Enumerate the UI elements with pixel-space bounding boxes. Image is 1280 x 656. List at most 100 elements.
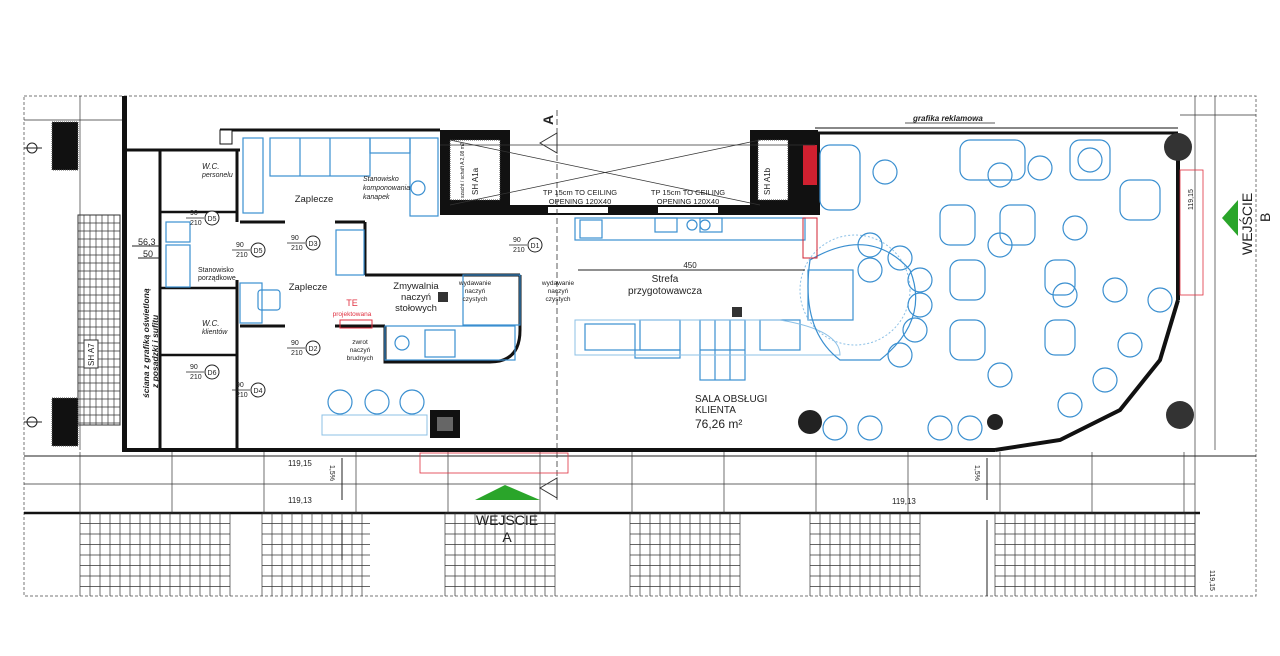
opening-size-2: OPENING 120X40	[657, 197, 720, 206]
armchair	[949, 259, 986, 301]
level-119-15: 119,15	[288, 459, 312, 468]
level-119-13-b: 119,13	[892, 497, 916, 506]
svg-text:210: 210	[236, 392, 248, 399]
svg-text:D5: D5	[208, 216, 217, 223]
chair-seat	[857, 232, 883, 258]
entrance-arrow-a-icon	[475, 485, 540, 500]
chair-seat	[927, 415, 953, 441]
room-label-wc-klientow: W.C.	[202, 319, 219, 328]
chair-seat	[1117, 332, 1143, 358]
svg-text:210: 210	[190, 374, 202, 381]
svg-text:210: 210	[291, 245, 303, 252]
armchair	[819, 144, 861, 211]
svg-text:D1: D1	[531, 243, 540, 250]
dimensions: 56,3 50 450	[132, 237, 805, 271]
room-label-zmywalnia-2: naczyń	[401, 292, 431, 303]
label-grafika-reklamowa: grafika reklamowa	[912, 114, 983, 123]
entrance-a-letter: A	[502, 529, 512, 545]
te-projected-marker	[339, 319, 373, 329]
svg-text:90: 90	[236, 382, 244, 389]
label-komponowanie-2: komponowania	[363, 185, 410, 192]
label-wydawanie-1b: naczyń	[465, 288, 486, 295]
svg-text:210: 210	[190, 220, 202, 227]
section-mark-top: A	[540, 115, 556, 125]
door-tag-d5: D5 90 210	[232, 242, 266, 259]
svg-text:D5: D5	[254, 248, 263, 255]
room-label-zmywalnia: Zmywalnia	[393, 281, 439, 292]
room-label-porzadkowe: Stanowisko	[198, 267, 234, 274]
label-komponowanie-3: kanapek	[363, 194, 390, 201]
level-119-13: 119,13	[288, 496, 312, 505]
armchair	[1044, 259, 1076, 296]
dimension-50: 50	[143, 249, 153, 259]
label-zwrot-3: brudnych	[347, 355, 374, 362]
armchair	[959, 139, 1026, 181]
chair-seat	[1062, 215, 1088, 241]
te-sublabel: projektowana	[333, 311, 372, 318]
room-label-wc-klientow-2: klientów	[202, 329, 228, 336]
room-label-zaplecze-2: Zaplecze	[289, 282, 328, 293]
entrance-arrow-b-icon	[1222, 200, 1238, 236]
svg-text:90: 90	[190, 364, 198, 371]
chair-seat	[1092, 367, 1118, 393]
room-label-porzadkowe-2: porządkowe	[198, 275, 236, 282]
grid-marker-a	[24, 141, 1192, 428]
armchair	[1044, 319, 1076, 356]
chair-seat	[1147, 287, 1173, 313]
svg-text:90: 90	[291, 235, 299, 242]
entrance-b-label: WEJŚCIE	[1238, 193, 1255, 255]
chair-seat	[907, 267, 933, 293]
entrance-mat-b	[1179, 169, 1204, 296]
chair-seat	[987, 362, 1013, 388]
chair-seat	[399, 389, 425, 415]
room-label-wc-personelu: W.C.	[202, 162, 219, 171]
bar-counter	[807, 244, 917, 361]
level-119-15-b: 119,15	[1208, 570, 1215, 591]
opening-label-1: TP 15cm TO CEILING	[543, 188, 617, 197]
columns	[430, 133, 1194, 438]
svg-text:D2: D2	[309, 346, 318, 353]
chair-seat	[1077, 147, 1103, 173]
chair-seat	[987, 162, 1013, 188]
entrance-mat-a	[419, 452, 569, 474]
armchair	[1069, 139, 1111, 181]
svg-text:210: 210	[236, 252, 248, 259]
label-wydawanie-1c: czystych	[463, 296, 488, 303]
chair-seat	[957, 415, 983, 441]
chair-seat	[1027, 155, 1053, 181]
chair-seat	[907, 292, 933, 318]
armchair	[1119, 179, 1161, 221]
kitchen-equipment	[165, 137, 854, 381]
floor-drain-icon	[438, 292, 742, 317]
chair-seat	[887, 245, 913, 271]
door-tags: D190210D290210D390210D490210D590210D5902…	[186, 210, 543, 399]
svg-text:210: 210	[513, 247, 525, 254]
svg-text:D4: D4	[254, 388, 263, 395]
room-label-sala-2: KLIENTA	[695, 405, 736, 416]
chair-seat	[887, 342, 913, 368]
opening-label-2: TP 15cm TO CEILING	[651, 188, 725, 197]
label-komponowanie: Stanowisko	[363, 176, 399, 183]
armchair	[939, 204, 976, 246]
svg-text:D6: D6	[208, 370, 217, 377]
chair-seat	[1057, 392, 1083, 418]
shaft-label-a1b: SH A1b	[763, 167, 772, 195]
dimension-56-3: 56,3	[138, 237, 156, 247]
chair-seat	[872, 159, 898, 185]
room-label-zmywalnia-3: stołowych	[395, 303, 437, 314]
chair-seat	[857, 415, 883, 441]
room-labels: Zaplecze Zaplecze Stanowisko komponowani…	[141, 114, 995, 431]
chair-seat	[902, 317, 928, 343]
entrance-b-letter: B	[1257, 213, 1273, 222]
svg-text:90: 90	[190, 210, 198, 217]
shaft-label-a7: SH A7	[87, 343, 96, 366]
chair-seat	[857, 257, 883, 283]
sidewalk	[24, 169, 1256, 596]
level-119-15-c: 119,15	[1188, 189, 1195, 210]
svg-text:90: 90	[236, 242, 244, 249]
counter	[321, 414, 428, 436]
slope-1: 1,5%	[328, 465, 335, 481]
